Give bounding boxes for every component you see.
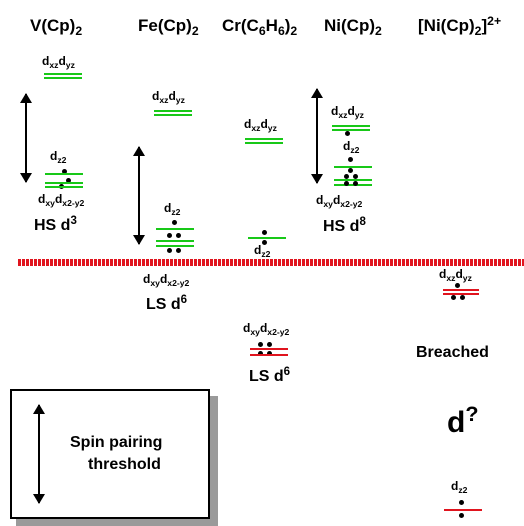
nicat-label-dz2: dz2 — [451, 479, 468, 496]
fe-level-dxy — [156, 240, 194, 242]
cr-level-dxz — [245, 138, 283, 140]
title-fe-cp2: Fe(Cp)2 — [138, 16, 199, 39]
spin-pairing-threshold-line — [18, 259, 524, 266]
nicat-level-dz2 — [444, 509, 482, 511]
fe-electron — [176, 248, 181, 253]
breached-label: Breached — [416, 344, 489, 361]
fe-electron — [176, 233, 181, 238]
fe-electron — [167, 248, 172, 253]
legend-box: Spin pairing threshold — [10, 389, 210, 519]
cr-electron — [267, 351, 272, 356]
v-level-dxy — [45, 182, 83, 184]
nicat-electron — [459, 500, 464, 505]
ni-label-dxy-dx2y2: dxydx2-y2 — [316, 193, 363, 210]
title-ni-cp2-cation: [Ni(Cp)2]2+ — [418, 13, 502, 39]
cr-level-dyz — [245, 142, 283, 144]
v-label-dxz-dyz: dxzdyz — [42, 54, 75, 71]
ni-level-dxy — [334, 179, 372, 181]
ni-electron — [353, 181, 358, 186]
cr-level-dxy — [250, 348, 288, 350]
v-label-dxy-dx2y2: dxydx2-y2 — [38, 192, 85, 209]
fe-pairing-energy-arrow — [133, 146, 145, 245]
nicat-electron — [459, 513, 464, 518]
fe-label-dxz-dyz: dxzdyz — [152, 89, 185, 106]
ni-level-dz2 — [334, 166, 372, 168]
title-cr-benzene2: Cr(C6H6)2 — [222, 16, 298, 39]
nicat-level-dxz — [443, 289, 479, 291]
ni-electron — [344, 174, 349, 179]
v-pairing-energy-arrow — [20, 93, 32, 183]
title-ni-cp2: Ni(Cp)2 — [324, 16, 382, 39]
fe-level-dxz — [154, 110, 192, 112]
cr-spin-state: LS d6 — [249, 366, 291, 385]
nicat-level-dyz — [443, 293, 479, 295]
ni-spin-state: HS d8 — [323, 216, 366, 235]
cr-label-dz2: dz2 — [254, 243, 271, 260]
nicat-electron — [451, 295, 456, 300]
v-level-dxz — [44, 73, 82, 75]
nicat-electron — [460, 295, 465, 300]
v-electron — [66, 178, 71, 183]
fe-spin-state: LS d6 — [146, 294, 188, 313]
cr-electron — [258, 342, 263, 347]
legend-line1: Spin pairing — [70, 434, 163, 451]
ni-label-dz2: dz2 — [343, 139, 360, 156]
cr-electron — [262, 230, 267, 235]
cr-label-dxz-dyz: dxzdyz — [244, 117, 277, 134]
fe-label-dxy-dx2y2: dxydx2-y2 — [143, 272, 190, 289]
ni-label-dxz-dyz: dxzdyz — [331, 104, 364, 121]
fe-level-dyz — [154, 114, 192, 116]
v-label-dz2: dz2 — [50, 149, 67, 166]
legend-arrow-icon — [33, 404, 45, 504]
cr-level-dz2 — [248, 237, 286, 239]
v-level-dyz — [44, 77, 82, 79]
v-spin-state: HS d3 — [34, 215, 77, 234]
cr-electron — [258, 351, 263, 356]
ni-electron — [344, 181, 349, 186]
unknown-electron-count: d? — [447, 401, 479, 439]
ni-level-dyz — [332, 129, 370, 131]
ni-electron — [345, 131, 350, 136]
cr-level-dx2y2 — [250, 354, 288, 356]
fe-electron — [172, 220, 177, 225]
fe-label-dz2: dz2 — [164, 201, 181, 218]
fe-level-dx2y2 — [156, 245, 194, 247]
cr-label-dxy-dx2y2: dxydx2-y2 — [243, 321, 290, 338]
fe-level-dz2 — [156, 228, 194, 230]
v-level-dz2 — [45, 173, 83, 175]
v-electron — [62, 169, 67, 174]
fe-electron — [167, 233, 172, 238]
ni-electron — [348, 157, 353, 162]
ni-electron — [353, 174, 358, 179]
ni-electron — [348, 168, 353, 173]
nicat-electron — [455, 283, 460, 288]
legend-line2: threshold — [88, 456, 161, 473]
v-level-dx2y2 — [45, 186, 83, 188]
cr-electron — [267, 342, 272, 347]
title-v-cp2: V(Cp)2 — [30, 16, 83, 39]
cr-electron — [262, 240, 267, 245]
ni-level-dxz — [332, 125, 370, 127]
nicat-label-dxz-dyz: dxzdyz — [439, 267, 472, 284]
ni-pairing-energy-arrow — [311, 88, 323, 184]
